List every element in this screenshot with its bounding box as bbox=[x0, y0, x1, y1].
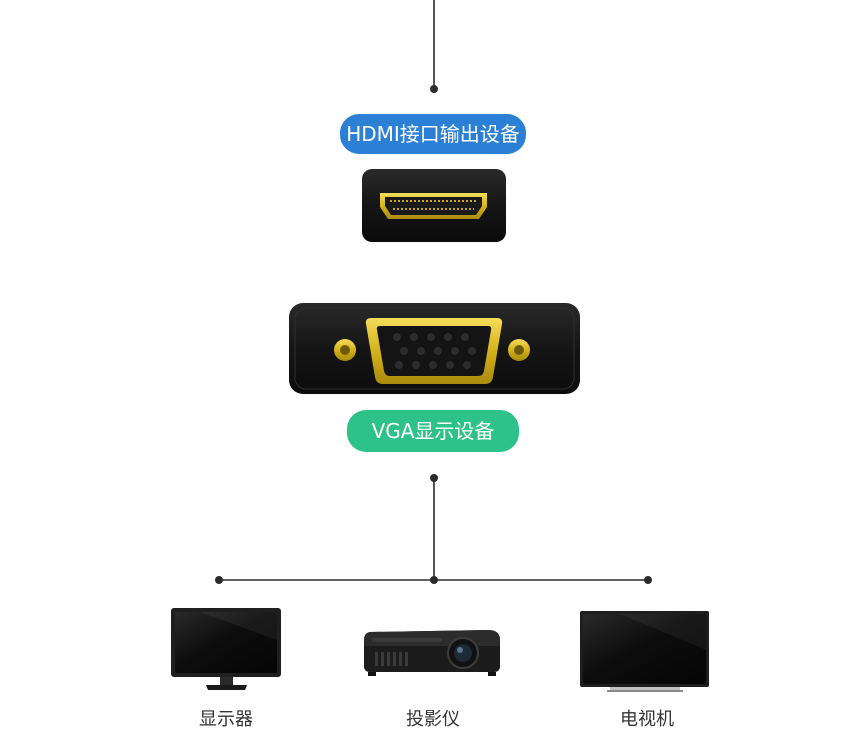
top-connector-line bbox=[430, 0, 438, 93]
projector-icon bbox=[364, 630, 500, 676]
device-label-tv: 电视机 bbox=[620, 709, 674, 730]
vga-display-device-label: VGA显示设备 bbox=[347, 410, 519, 452]
monitor-icon bbox=[171, 608, 281, 690]
vga-port-icon bbox=[289, 303, 580, 394]
device-label-monitor: 显示器 bbox=[199, 709, 253, 730]
device-label-projector: 投影仪 bbox=[406, 709, 460, 730]
hdmi-port-icon bbox=[362, 169, 506, 242]
tv-icon bbox=[580, 611, 709, 692]
hdmi-output-device-label: HDMI接口输出设备 bbox=[340, 114, 526, 154]
bottom-connector-tree bbox=[215, 474, 652, 584]
